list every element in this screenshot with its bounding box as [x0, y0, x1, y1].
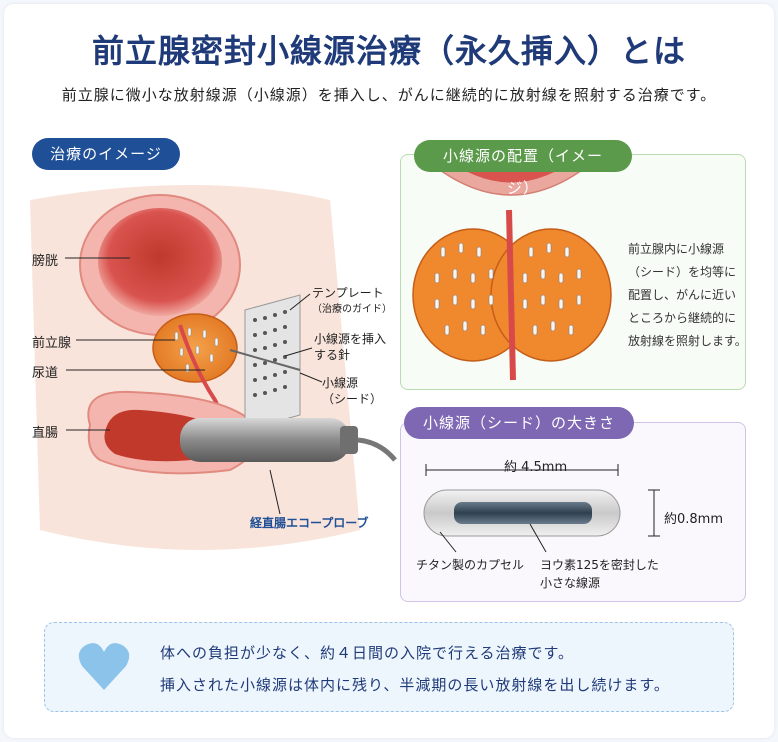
label-seed: 小線源: [322, 376, 359, 390]
label-seed-sub: （シード）: [322, 392, 383, 406]
desc-line-2: （シード）を均等に: [628, 265, 737, 279]
label-urethra: 尿道: [32, 366, 59, 381]
label-bladder: 膀胱: [32, 254, 59, 269]
label-template-sub: （治療のガイド）: [312, 304, 392, 315]
label-template: テンプレート: [312, 286, 384, 300]
label-needle-1: 小線源を挿入: [314, 332, 387, 346]
desc-line-1: 前立腺内に小線源: [628, 242, 725, 256]
anatomy-illustration: [30, 185, 397, 550]
seed-length-label: 約 4.5mm: [504, 460, 568, 475]
iodine-label-1: ヨウ素125を密封した: [540, 558, 659, 572]
desc-line-3: 配置し、がんに近い: [628, 288, 737, 302]
note-line-2: 挿入された小線源は体内に残り、半減期の長い放射線を出し続けます。: [160, 676, 670, 694]
section-pill-treatment: 治療のイメージ: [32, 138, 180, 170]
placement-description: 前立腺内に小線源 （シード）を均等に 配置し、がんに近い ところから継続的に 放…: [628, 238, 748, 353]
page-subtitle: 前立腺に微小な放射線源（小線源）を挿入し、がんに継続的に放射線を照射する治療です…: [61, 86, 717, 104]
page-title: 前立腺密封小線源治療（永久挿入）とは: [91, 32, 686, 70]
needle-shape: [229, 349, 301, 371]
seed-capsule-illustration: [423, 464, 660, 553]
desc-line-5: 放射線を照射します。: [628, 334, 747, 348]
heart-icon: [78, 643, 130, 690]
label-prostate: 前立腺: [32, 336, 72, 351]
section-pill-size: 小線源（シード）の大きさ: [404, 407, 634, 439]
desc-line-4: ところから継続的に: [628, 311, 737, 325]
label-rectum: 直腸: [32, 426, 59, 441]
prostate-shape: [152, 313, 238, 383]
probe-shape: [180, 418, 397, 462]
seed-placement-box: [400, 154, 746, 390]
label-needle-2: する針: [314, 348, 351, 362]
section-pill-placement: 小線源の配置（イメージ）: [414, 140, 632, 197]
seed-diameter-label: 約0.8mm: [664, 512, 724, 527]
capsule-label: チタン製のカプセル: [416, 558, 525, 572]
label-probe: 経直腸エコープローブ: [250, 516, 369, 530]
note-line-1: 体への負担が少なく、約４日間の入院で行える治療です。: [160, 644, 575, 662]
iodine-label-2: 小さな線源: [540, 576, 601, 590]
note-box: [44, 622, 734, 712]
